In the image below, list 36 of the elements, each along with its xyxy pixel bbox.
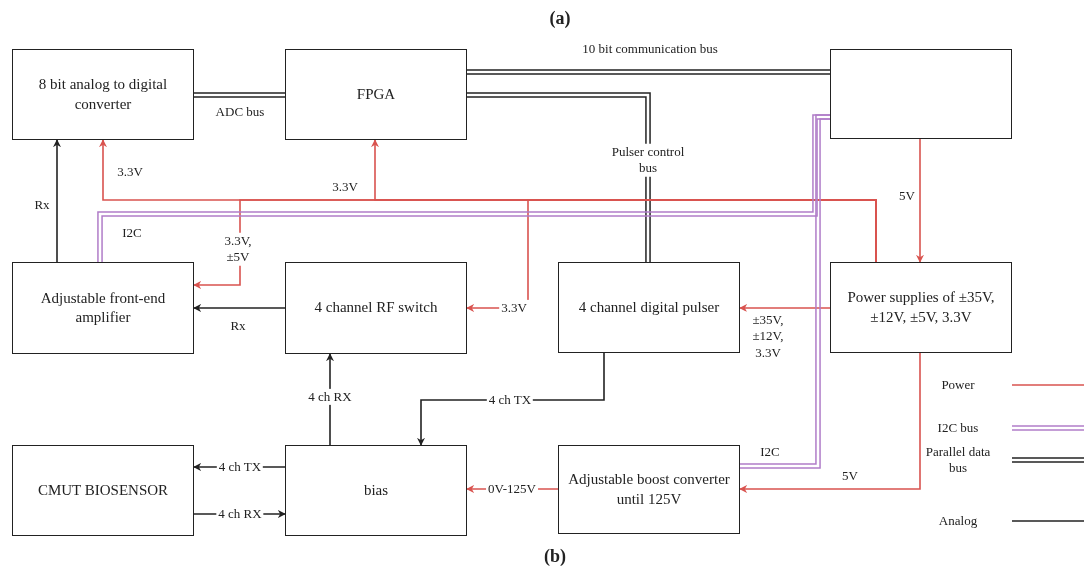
legend-label: I2C bus <box>936 419 980 437</box>
process-box <box>285 262 467 354</box>
empty-box <box>830 49 1012 139</box>
double-bus-line <box>467 69 830 75</box>
arrow <box>193 304 286 312</box>
process-box <box>12 49 194 140</box>
process-box <box>830 262 1012 353</box>
process-box <box>285 49 467 140</box>
panel-label: (a) <box>549 7 571 29</box>
arrow <box>916 138 924 263</box>
double-bus-line <box>194 92 285 98</box>
box-label: 4 channel digital pulser <box>578 297 720 317</box>
box-label: Adjustable boost converter until 125V <box>567 470 731 509</box>
double-bus-line <box>467 92 651 262</box>
box-label: FPGA <box>356 84 396 104</box>
edge-label: 4 ch RX <box>306 388 354 406</box>
box-label: 8 bit analog to digital converter <box>37 75 169 114</box>
double-bus-line <box>740 114 830 469</box>
arrow <box>739 352 921 493</box>
process-box <box>12 445 194 536</box>
process-box <box>12 262 194 354</box>
legend-label: Analog <box>937 512 979 530</box>
process-box <box>558 445 740 534</box>
box-label: Power supplies of ±35V, ±12V, ±5V, 3.3V <box>846 288 996 327</box>
box-label: CMUT BIOSENSOR <box>37 480 169 500</box>
box-label: 4 channel RF switch <box>314 298 438 318</box>
arrow <box>53 139 61 263</box>
box-label: Adjustable front-end amplifier <box>39 288 167 327</box>
process-box <box>285 445 467 536</box>
arrow <box>739 304 831 312</box>
legend-label: Parallel data bus <box>924 443 992 477</box>
process-box <box>558 262 740 353</box>
arrow <box>466 199 877 312</box>
legend-label: Power <box>940 376 976 394</box>
box-label: bias <box>363 480 389 500</box>
panel-label: (b) <box>544 545 566 567</box>
